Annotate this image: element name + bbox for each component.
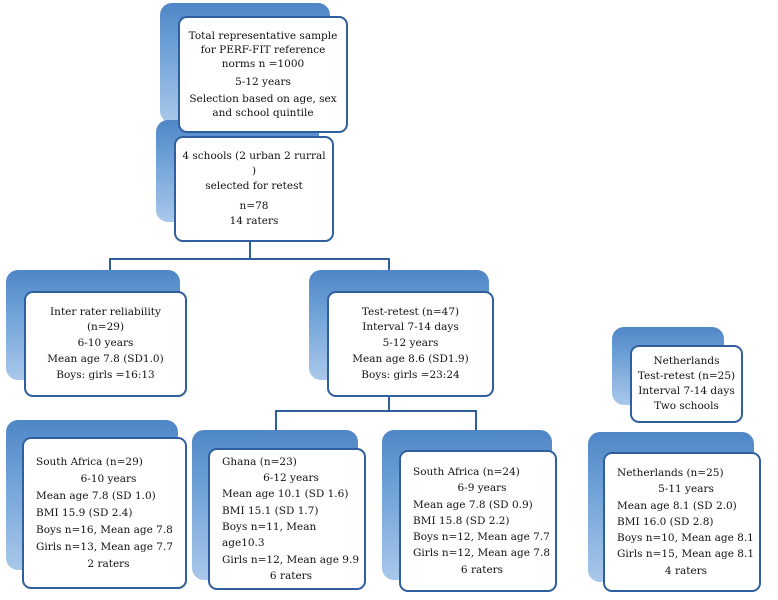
sa2-line-7: 6 raters: [460, 563, 504, 576]
ghana-line-3: Mean age 10.1 (SD 1.6): [222, 488, 349, 501]
ghana-line-4: BMI 15.1 (SD 1.7): [222, 504, 319, 517]
sa1-line-3: Mean age 7.8 (SD 1.0): [36, 489, 156, 502]
connector-testretest-down: [388, 397, 390, 411]
ghana-line-2: 6-12 years: [263, 472, 319, 485]
inter-line-4: Mean age 7.8 (SD1.0): [47, 352, 164, 365]
sa1-line-5: Boys n=16, Mean age 7.8: [36, 523, 173, 536]
sa1-line-4: BMI 15.9 (SD 2.4): [36, 506, 133, 519]
sa2-line-2: 6-9 years: [457, 482, 507, 495]
sa2-line-6: Girls n=12, Mean age 7.8: [413, 547, 551, 560]
connector-schools-down: [249, 242, 251, 259]
nl-bottom-line-4: BMI 16.0 (SD 2.8): [617, 515, 714, 528]
netherlands-bottom-box: Netherlands (n=25) 5-11 years Mean age 8…: [603, 452, 761, 592]
sa1-line-1: South Africa (n=29): [36, 455, 143, 468]
ghana-line-6: Girls n=12, Mean age 9.9: [222, 553, 360, 566]
sa1-line-7: 2 raters: [87, 557, 130, 570]
testretest-line-4: Mean age 8.6 (SD1.9): [352, 352, 469, 365]
testretest-line-3: 5-12 years: [382, 337, 439, 350]
sa2-line-4: BMI 15.8 (SD 2.2): [413, 514, 510, 527]
ghana-box: Ghana (n=23) 6-12 years Mean age 10.1 (S…: [208, 448, 366, 590]
connector-to-testretest: [388, 258, 390, 274]
ghana-line-7: 6 raters: [269, 569, 313, 582]
nl-top-line-4: Two schools: [654, 400, 719, 413]
top-line-6: and school quintile: [212, 106, 314, 119]
nl-top-line-3: Interval 7-14 days: [638, 385, 735, 397]
testretest-line-5: Boys: girls =23:24: [361, 368, 460, 381]
inter-line-1: Inter rater reliability: [50, 305, 161, 318]
south-africa-2-box: South Africa (n=24) 6-9 years Mean age 7…: [399, 450, 557, 592]
inter-line-2: (n=29): [86, 321, 125, 334]
schools-line-4: 14 raters: [229, 214, 279, 227]
top-line-3: norms n =1000: [221, 58, 305, 71]
ghana-line-5: Boys n=11, Mean age10.3: [222, 521, 317, 550]
sa2-line-3: Mean age 7.8 (SD 0.9): [413, 498, 533, 511]
nl-top-line-1: Netherlands: [653, 354, 720, 367]
schools-line-2: selected for retest: [205, 180, 303, 193]
inter-line-5: Boys: girls =16:13: [56, 368, 155, 381]
top-sample-box: Total representative sample for PERF-FIT…: [178, 16, 348, 133]
top-line-4: 5-12 years: [235, 75, 291, 88]
nl-bottom-line-6: Girls n=15, Mean age 8.1: [617, 548, 755, 561]
sa2-line-1: South Africa (n=24): [413, 466, 520, 479]
nl-bottom-line-3: Mean age 8.1 (SD 2.0): [617, 499, 737, 512]
top-line-2: for PERF-FIT reference: [200, 44, 326, 57]
nl-bottom-line-5: Boys n=10, Mean age 8.1: [617, 532, 754, 545]
testretest-line-1: Test-retest (n=47): [361, 305, 460, 318]
inter-rater-box: Inter rater reliability (n=29) 6-10 year…: [24, 291, 187, 397]
nl-bottom-line-2: 5-11 years: [658, 483, 714, 496]
sa1-line-2: 6-10 years: [80, 472, 137, 485]
nl-top-line-2: Test-retest (n=25): [637, 369, 736, 382]
schools-box: 4 schools (2 urban 2 rurral ) selected f…: [174, 136, 334, 242]
nl-bottom-line-7: 4 raters: [664, 564, 708, 577]
nl-bottom-line-1: Netherlands (n=25): [617, 467, 724, 480]
schools-line-3: n=78: [239, 199, 269, 212]
connector-horizontal-top: [109, 258, 390, 260]
connector-to-ghana: [275, 410, 277, 432]
test-retest-box: Test-retest (n=47) Interval 7-14 days 5-…: [327, 291, 494, 397]
schools-line-1: 4 schools (2 urban 2 rurral ): [182, 149, 326, 178]
inter-line-3: 6-10 years: [77, 337, 134, 350]
netherlands-top-box: Netherlands Test-retest (n=25) Interval …: [630, 345, 743, 423]
sa1-line-6: Girls n=13, Mean age 7.7: [36, 540, 174, 553]
top-line-5: Selection based on age, sex: [189, 92, 337, 105]
ghana-line-1: Ghana (n=23): [222, 455, 297, 468]
sa2-line-5: Boys n=12, Mean age 7.7: [413, 531, 550, 544]
connector-horizontal-mid: [275, 410, 477, 412]
connector-to-sa2: [475, 410, 477, 432]
top-line-1: Total representative sample: [188, 29, 338, 42]
south-africa-1-box: South Africa (n=29) 6-10 years Mean age …: [22, 437, 187, 589]
connector-to-inter: [109, 258, 111, 274]
testretest-line-2: Interval 7-14 days: [362, 321, 459, 334]
